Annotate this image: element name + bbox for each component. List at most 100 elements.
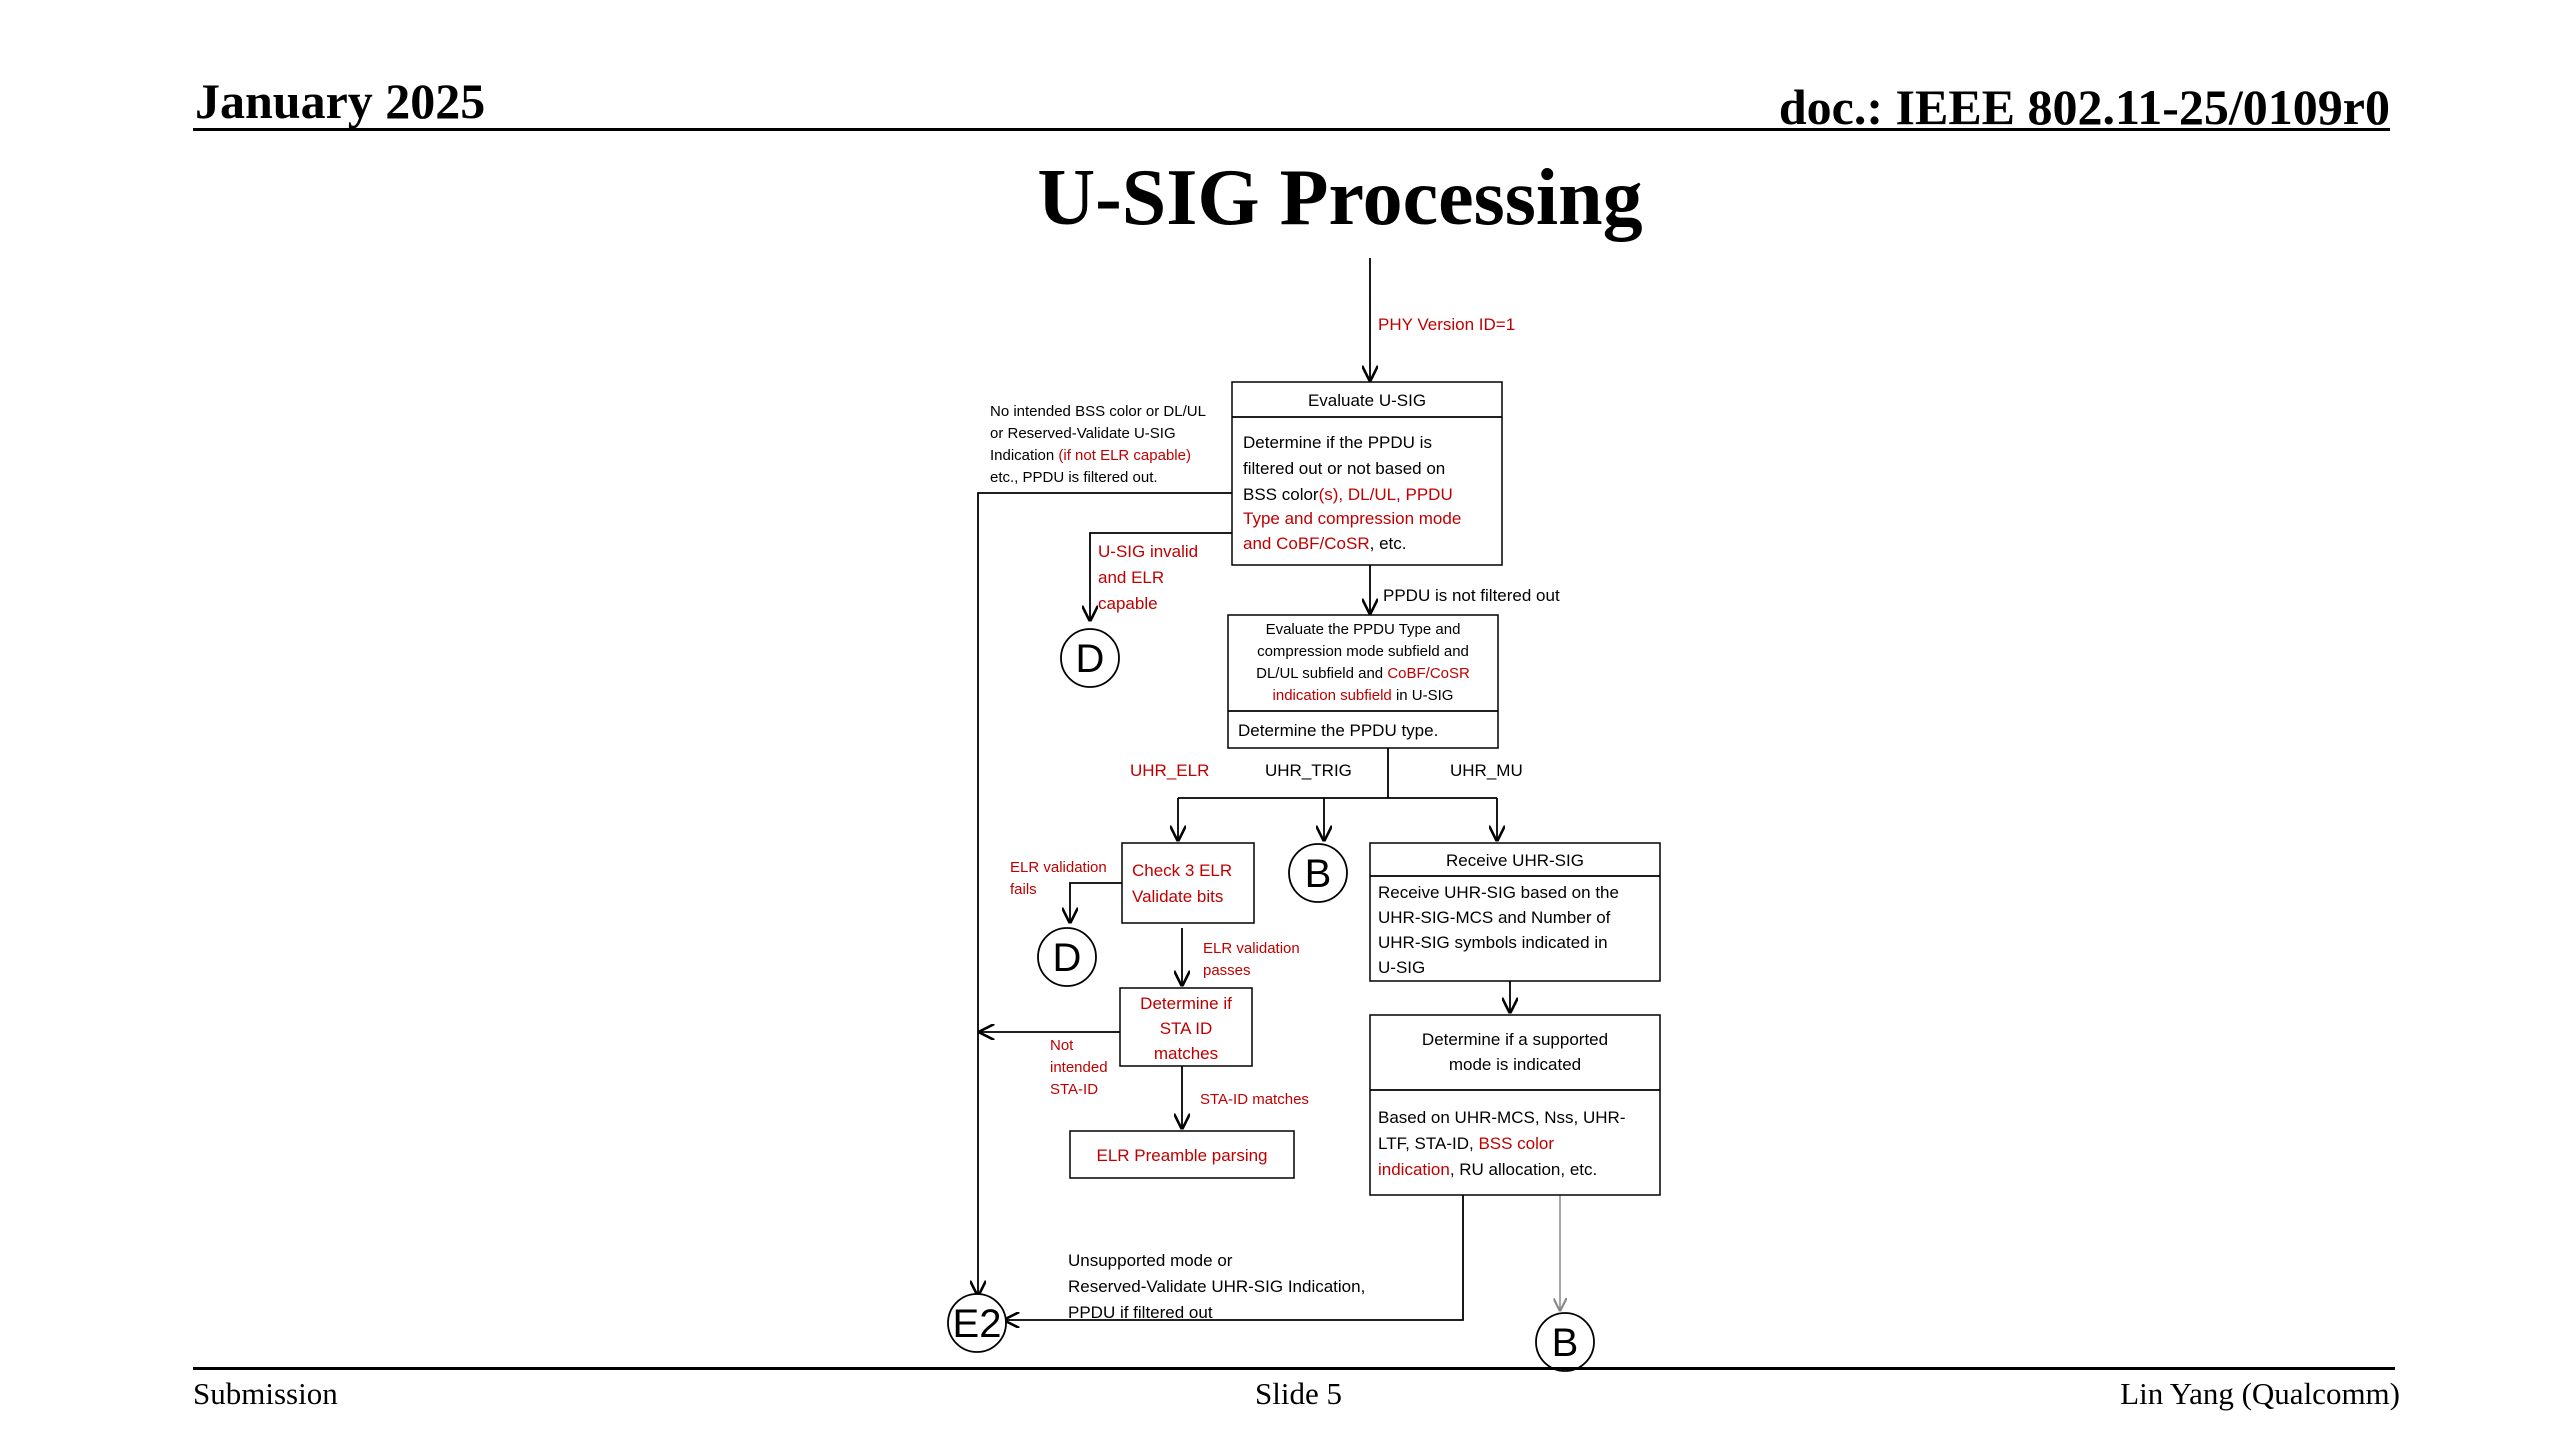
label-line: capable [1098, 594, 1158, 613]
text-span: , etc. [1370, 534, 1407, 553]
text-span: (s), DL/UL, PPDU [1319, 485, 1453, 504]
branch-uhr-elr: UHR_ELR [1130, 761, 1209, 780]
ppdu-type-line: Evaluate the PPDU Type and [1266, 621, 1461, 638]
check-elr-line: Validate bits [1132, 887, 1223, 906]
receive-uhr-line: U-SIG [1378, 958, 1425, 977]
evaluate-usig-line: BSS color(s), DL/UL, PPDU [1243, 485, 1453, 504]
slide-title: U-SIG Processing [1037, 154, 1643, 242]
text-span: DL/UL subfield and [1256, 665, 1387, 682]
label-line: ELR validation [1010, 859, 1107, 876]
check-elr-box: Check 3 ELR Validate bits [1121, 842, 1255, 924]
phy-version-label: PHY Version ID=1 [1378, 315, 1515, 334]
check-elr-line: Check 3 ELR [1132, 861, 1232, 880]
filtered-out-arrow [978, 492, 1232, 1295]
label-line: ELR validation [1203, 940, 1300, 957]
label-line: PPDU if filtered out [1068, 1303, 1213, 1322]
receive-uhr-line: UHR-SIG symbols indicated in [1378, 933, 1608, 952]
text-span: BSS color [1478, 1134, 1554, 1153]
supported-mode-line: LTF, STA-ID, BSS color [1378, 1134, 1554, 1153]
sta-id-matches-label: STA-ID matches [1200, 1091, 1309, 1108]
evaluate-usig-line: Determine if the PPDU is [1243, 433, 1432, 452]
text-span: in U-SIG [1392, 687, 1454, 704]
elr-preamble-text: ELR Preamble parsing [1096, 1146, 1267, 1165]
footer-slide-number: Slide 5 [1255, 1376, 1342, 1411]
connector-label: B [1305, 852, 1332, 896]
header-doc-id: doc.: IEEE 802.11-25/0109r0 [1778, 79, 2390, 135]
not-intended-label: Not intended STA-ID [1050, 1037, 1108, 1098]
evaluate-usig-line: Type and compression mode [1243, 509, 1461, 528]
supported-mode-line: Determine if a supported [1422, 1030, 1608, 1049]
unsupported-arrow [1005, 1195, 1464, 1320]
text-span: BSS color [1243, 485, 1319, 504]
label-line: and ELR [1098, 568, 1164, 587]
elr-preamble-box: ELR Preamble parsing [1069, 1130, 1295, 1179]
text-span: (if not ELR capable) [1058, 447, 1191, 464]
elr-passes-label: ELR validation passes [1203, 940, 1300, 979]
label-line: Reserved-Validate UHR-SIG Indication, [1068, 1277, 1365, 1296]
footer-submission: Submission [193, 1376, 338, 1411]
evaluate-usig-line: and CoBF/CoSR, etc. [1243, 534, 1406, 553]
header-date: January 2025 [195, 73, 486, 129]
determine-ppdu-type: Determine the PPDU type. [1238, 721, 1438, 740]
elr-fails-arrow [1070, 882, 1122, 922]
connector-b: B [1288, 843, 1348, 903]
text-span: indication subfield [1273, 687, 1392, 704]
note-line: or Reserved-Validate U-SIG [990, 425, 1176, 442]
unsupported-label: Unsupported mode or Reserved-Validate UH… [1068, 1251, 1365, 1322]
supported-mode-line: mode is indicated [1449, 1055, 1581, 1074]
branch-uhr-mu: UHR_MU [1450, 761, 1523, 780]
evaluate-usig-line: filtered out or not based on [1243, 459, 1445, 478]
label-line: STA-ID [1050, 1081, 1098, 1098]
label-line: U-SIG invalid [1098, 542, 1198, 561]
usig-invalid-arrow [1090, 532, 1232, 620]
receive-uhr-line: Receive UHR-SIG based on the [1378, 883, 1619, 902]
connector-label: D [1053, 936, 1082, 980]
connector-d: D [1060, 628, 1120, 688]
evaluate-usig-box: Evaluate U-SIG Determine if the PPDU is … [1231, 381, 1503, 566]
note-line: etc., PPDU is filtered out. [990, 469, 1158, 486]
label-line: Unsupported mode or [1068, 1251, 1233, 1270]
connector-label: D [1076, 637, 1105, 681]
connector-d: D [1037, 927, 1097, 987]
text-span: CoBF/CoSR [1387, 665, 1470, 682]
text-span: and CoBF/CoSR [1243, 534, 1370, 553]
sta-id-box: Determine if STA ID matches [1119, 987, 1253, 1067]
text-span: Indication [990, 447, 1058, 464]
footer-author: Lin Yang (Qualcomm) [2120, 1376, 2400, 1411]
receive-uhr-line: UHR-SIG-MCS and Number of [1378, 908, 1611, 927]
label-line: fails [1010, 881, 1037, 898]
footer-rule [193, 1367, 2395, 1370]
supported-mode-line: indication, RU allocation, etc. [1378, 1160, 1597, 1179]
ppdu-type-line: DL/UL subfield and CoBF/CoSR [1256, 665, 1470, 682]
evaluate-usig-title: Evaluate U-SIG [1308, 391, 1426, 410]
supported-mode-box: Determine if a supported mode is indicat… [1369, 1014, 1661, 1196]
note-line: Indication (if not ELR capable) [990, 447, 1191, 464]
sta-id-line: Determine if [1140, 994, 1232, 1013]
not-filtered-label: PPDU is not filtered out [1383, 586, 1560, 605]
sta-id-line: STA ID [1160, 1019, 1213, 1038]
connector-label: B [1552, 1321, 1579, 1365]
text-span: , RU allocation, etc. [1450, 1160, 1597, 1179]
supported-mode-line: Based on UHR-MCS, Nss, UHR- [1378, 1108, 1626, 1127]
text-span: LTF, STA-ID, [1378, 1134, 1478, 1153]
connector-label: E2 [953, 1302, 1002, 1346]
ppdu-type-line: compression mode subfield and [1257, 643, 1469, 660]
header-rule [193, 128, 2390, 131]
receive-uhr-title: Receive UHR-SIG [1446, 851, 1584, 870]
receive-uhr-sig-box: Receive UHR-SIG Receive UHR-SIG based on… [1369, 842, 1661, 982]
label-line: Not [1050, 1037, 1074, 1054]
filtered-note: No intended BSS color or DL/UL or Reserv… [990, 403, 1206, 486]
connector-e2: E2 [947, 1293, 1007, 1353]
sta-id-line: matches [1154, 1044, 1218, 1063]
note-line: No intended BSS color or DL/UL [990, 403, 1206, 420]
ppdu-type-line: indication subfield in U-SIG [1273, 687, 1454, 704]
text-span: indication [1378, 1160, 1450, 1179]
label-line: passes [1203, 962, 1251, 979]
connector-b: B [1535, 1312, 1595, 1372]
branch-uhr-trig: UHR_TRIG [1265, 761, 1352, 780]
label-line: intended [1050, 1059, 1108, 1076]
elr-fails-label: ELR validation fails [1010, 859, 1107, 898]
usig-invalid-label: U-SIG invalid and ELR capable [1098, 542, 1198, 613]
evaluate-ppdu-type-box: Evaluate the PPDU Type and compression m… [1227, 614, 1499, 749]
